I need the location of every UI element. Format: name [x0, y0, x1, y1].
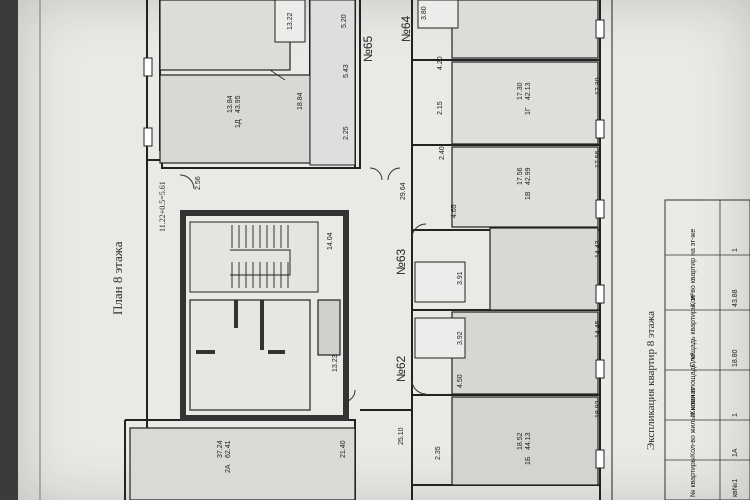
corridor-number: №65 — [361, 35, 375, 62]
apartment-1a — [451, 311, 599, 395]
apartment-2a — [129, 427, 356, 500]
stair-core — [180, 210, 349, 421]
table-cell: 1 — [732, 413, 739, 417]
dimension-label: 3.80 — [421, 6, 428, 20]
room-code: 1Д — [235, 119, 242, 128]
table-cell: 18.80 — [732, 349, 739, 367]
dimension-label: 5.20 — [341, 14, 348, 28]
room-living-area: 17.30 — [517, 82, 524, 100]
door-swings — [179, 69, 427, 403]
windows — [143, 19, 605, 469]
paper-sheet — [18, 0, 750, 500]
dimension-label: 3.92 — [457, 331, 464, 345]
apartment-1v — [451, 146, 599, 228]
room-total-area: 42.13 — [525, 82, 532, 100]
room-living-area: 17.56 — [517, 167, 524, 185]
apartment-1b-living — [489, 227, 599, 311]
dimension-label: 4.20 — [437, 56, 444, 70]
table-header: Кол-во жилых комнат — [690, 387, 697, 457]
page-title: План 8 этажа — [110, 241, 125, 315]
table-header: № квартиры — [690, 457, 697, 497]
dimension-label: 2.56 — [195, 176, 202, 190]
dimension-label: 3.91 — [457, 271, 464, 285]
dimension-label: 14.43 — [595, 240, 602, 258]
table-title: Экспликация квартир 8 этажа — [645, 311, 657, 450]
room-total-area: 42.99 — [525, 167, 532, 185]
room-code: 1Б — [525, 456, 532, 465]
table-cell: 1 — [732, 248, 739, 252]
apartment-1b — [451, 396, 599, 486]
apartment-1g — [451, 61, 599, 145]
corridor-number: №63 — [394, 248, 408, 275]
room-total-area: 43.95 — [235, 95, 242, 113]
dimension-label: 13.22 — [287, 12, 294, 30]
dimension-label: 25.10 — [398, 427, 405, 445]
dimension-label: 29.64 — [400, 182, 407, 200]
table-cell: 43.88 — [732, 289, 739, 307]
dimension-label: 14.45 — [595, 320, 602, 338]
table-header: Кол-во квартир на эт-же — [690, 229, 697, 307]
table-cell: кв№1 — [732, 479, 739, 497]
dimension-label: 2.35 — [435, 446, 442, 460]
dimension-label: 18.84 — [297, 92, 304, 110]
dimension-label: 21.40 — [340, 440, 347, 458]
table-header: Жилая площадь, м² — [690, 352, 697, 417]
corridor-number: №64 — [399, 15, 413, 42]
room-total-area: 44.13 — [525, 432, 532, 450]
room-living-area: 37.24 — [217, 440, 224, 458]
bathrooms — [274, 0, 466, 359]
dimension-label: 17.56 — [595, 150, 602, 168]
dimension-label: 4.50 — [457, 374, 464, 388]
apartment-1d-top — [159, 0, 291, 71]
dimension-label: 18.92 — [595, 400, 602, 418]
dimension-label: 2.15 — [437, 101, 444, 115]
dimension-label: 2.40 — [439, 146, 446, 160]
table-cell: 1А — [732, 448, 739, 457]
dimension-label: 13.23 — [332, 354, 339, 372]
dimension-note: 11.22+0.5=5.61 — [158, 181, 167, 232]
room-total-area: 62.41 — [225, 440, 232, 458]
apartment-top-right — [451, 0, 599, 59]
corridor-number: №62 — [394, 355, 408, 382]
table-header: Площадь квартиры, м² — [690, 293, 697, 367]
room-code: 1В — [525, 191, 532, 200]
apartment-1d — [159, 74, 311, 164]
room-code: 1Г — [525, 107, 532, 115]
dimension-label: 17.30 — [595, 77, 602, 95]
dimension-label: 2.25 — [343, 126, 350, 140]
dimension-label: 5.43 — [343, 64, 350, 78]
room-code: 2А — [225, 464, 232, 473]
room-living-area: 13.84 — [227, 95, 234, 113]
dimension-label: 14.04 — [327, 232, 334, 250]
room-living-area: 18.52 — [517, 432, 524, 450]
corridor-left — [309, 0, 356, 166]
dimension-label: 4.65 — [451, 204, 458, 218]
